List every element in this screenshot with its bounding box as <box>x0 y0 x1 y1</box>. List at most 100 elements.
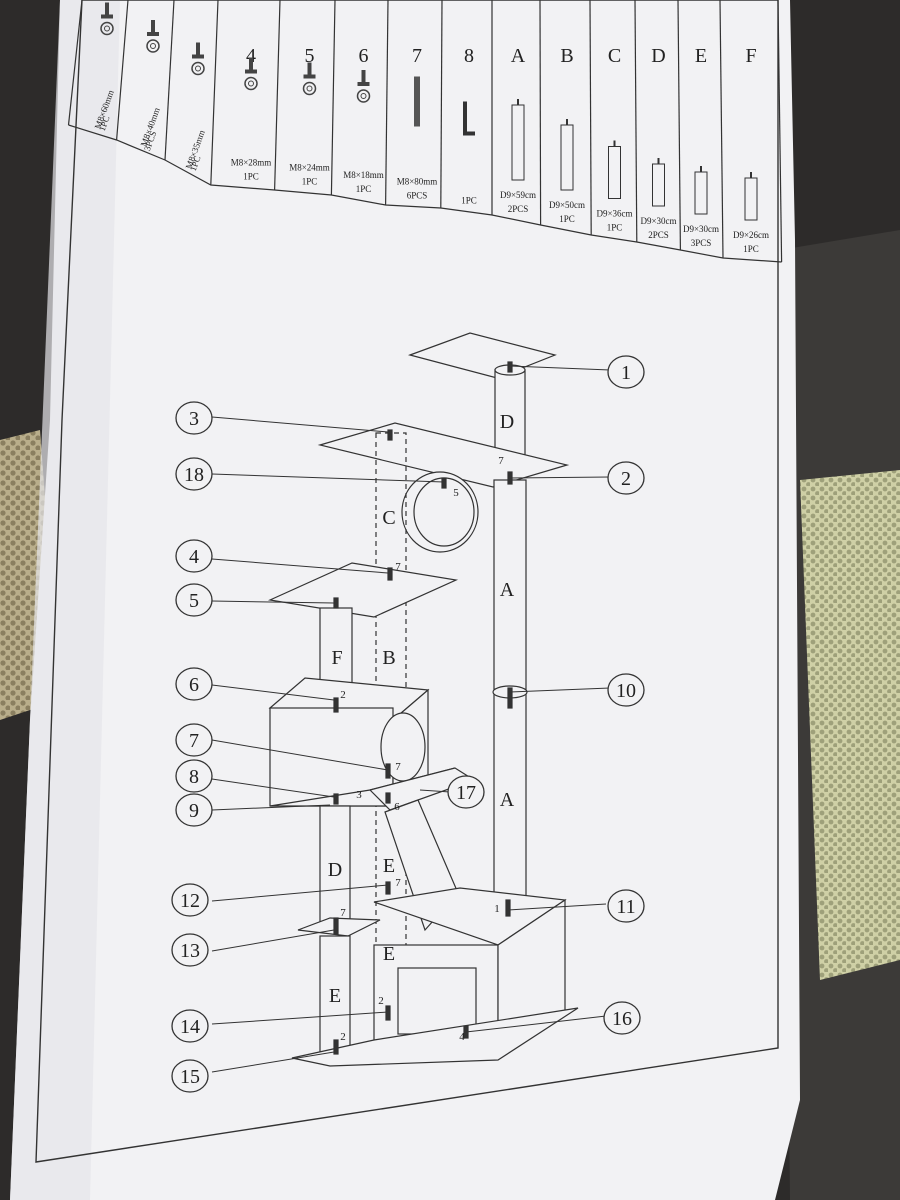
part-quantity: 1PC <box>243 172 259 182</box>
parts-column-f: F D9×26cm 1PC <box>733 45 769 254</box>
callout-number: 1 <box>621 362 631 384</box>
callout-8: 8 <box>175 759 213 793</box>
callout-number: 11 <box>616 896 635 918</box>
joint-number: 7 <box>340 907 346 919</box>
joint-number: 7 <box>395 761 401 773</box>
callout-10: 10 <box>607 673 645 707</box>
callout-number: 4 <box>189 546 199 568</box>
part-spec: M8×80mm <box>397 177 438 187</box>
part-spec: D9×36cm <box>596 209 632 219</box>
joint-number: 1 <box>494 903 500 915</box>
callout-number: 18 <box>184 464 204 486</box>
callout-15: 15 <box>171 1059 209 1093</box>
part-spec: D9×50cm <box>549 200 585 210</box>
callout-number: 12 <box>180 890 200 912</box>
post-letter-d: D <box>500 411 514 433</box>
post-letter-c: C <box>382 507 395 529</box>
callout-5: 5 <box>175 583 213 617</box>
screw-icon <box>100 2 114 36</box>
post-letter-e: E <box>383 943 395 965</box>
part-quantity: 1PC <box>302 177 318 187</box>
callout-12: 12 <box>171 883 209 917</box>
part-number-b: B <box>560 45 573 67</box>
callout-13: 13 <box>171 933 209 967</box>
part-number-5: 5 <box>305 45 315 67</box>
callout-17: 17 <box>447 775 485 809</box>
part-spec: D9×26cm <box>733 230 769 240</box>
post-icon <box>694 166 708 215</box>
joint-number: 7 <box>498 455 504 467</box>
base-plate <box>291 1007 579 1067</box>
post-icon <box>560 119 574 191</box>
screw-icon <box>146 20 160 53</box>
part-spec: M8×18mm <box>343 170 384 180</box>
post-icon <box>652 158 665 207</box>
callout-4: 4 <box>175 539 213 573</box>
part-spec: M8×28mm <box>231 158 272 168</box>
part-quantity: 1PC <box>461 196 477 206</box>
callout-number: 17 <box>456 782 476 804</box>
callout-9: 9 <box>175 793 213 827</box>
callout-number: 9 <box>189 800 199 822</box>
part-spec: D9×59cm <box>500 190 536 200</box>
joint-number: 6 <box>394 801 400 813</box>
part-number-e: E <box>695 45 707 67</box>
joint-number: 2 <box>340 1031 346 1043</box>
callout-number: 13 <box>180 940 200 962</box>
joint-number: 7 <box>395 877 401 889</box>
post-letter-b: B <box>382 647 395 669</box>
part-number-6: 6 <box>359 45 369 67</box>
part-number-7: 7 <box>412 45 422 67</box>
callout-11: 11 <box>607 889 645 923</box>
parts-column-4: 4M8×28mm 1PC <box>231 45 272 182</box>
callout-7: 7 <box>175 723 213 757</box>
part-number-d: D <box>651 45 665 67</box>
part-spec: M8×24mm <box>289 163 330 173</box>
callout-1: 1 <box>607 355 645 389</box>
post-e-left <box>319 935 351 1053</box>
part-quantity: 1PC <box>743 244 759 254</box>
part-quantity: 3PCS <box>691 238 712 248</box>
joint-number: 7 <box>395 561 401 573</box>
joint-number: 2 <box>378 995 384 1007</box>
part-spec: D9×30cm <box>640 216 676 226</box>
part-number-c: C <box>608 45 621 67</box>
callout-number: 15 <box>180 1066 200 1088</box>
callout-number: 16 <box>612 1008 632 1030</box>
part-number-4: 4 <box>246 45 256 67</box>
part-quantity: 2PCS <box>648 230 669 240</box>
bolt-icon <box>414 76 420 127</box>
sisal-mat-right <box>800 470 900 980</box>
joint-number: 3 <box>356 789 362 801</box>
post-icon <box>511 99 525 181</box>
screw-icon <box>302 62 317 96</box>
part-quantity: 1PC <box>97 114 112 132</box>
part-quantity: 1PC <box>188 154 203 172</box>
parts-column-b: B D9×50cm 1PC <box>549 45 585 224</box>
callout-16: 16 <box>603 1001 641 1035</box>
screw-icon <box>244 57 258 91</box>
post-letter-a: A <box>500 579 515 601</box>
callout-6: 6 <box>175 667 213 701</box>
screw-icon <box>191 42 205 76</box>
callout-number: 8 <box>189 766 199 788</box>
post-icon <box>744 172 758 221</box>
part-number-f: F <box>745 45 756 67</box>
post-letter-d: D <box>328 859 342 881</box>
part-quantity: 2PCS <box>508 204 529 214</box>
post-d-lower <box>319 805 351 929</box>
callout-3: 3 <box>175 401 213 435</box>
callout-number: 5 <box>189 590 199 612</box>
callout-number: 10 <box>616 680 636 702</box>
allen-key-icon <box>463 101 475 136</box>
post-letter-a: A <box>500 789 515 811</box>
part-quantity: 1PC <box>559 214 575 224</box>
callout-number: 14 <box>180 1016 200 1038</box>
callout-number: 2 <box>621 468 631 490</box>
